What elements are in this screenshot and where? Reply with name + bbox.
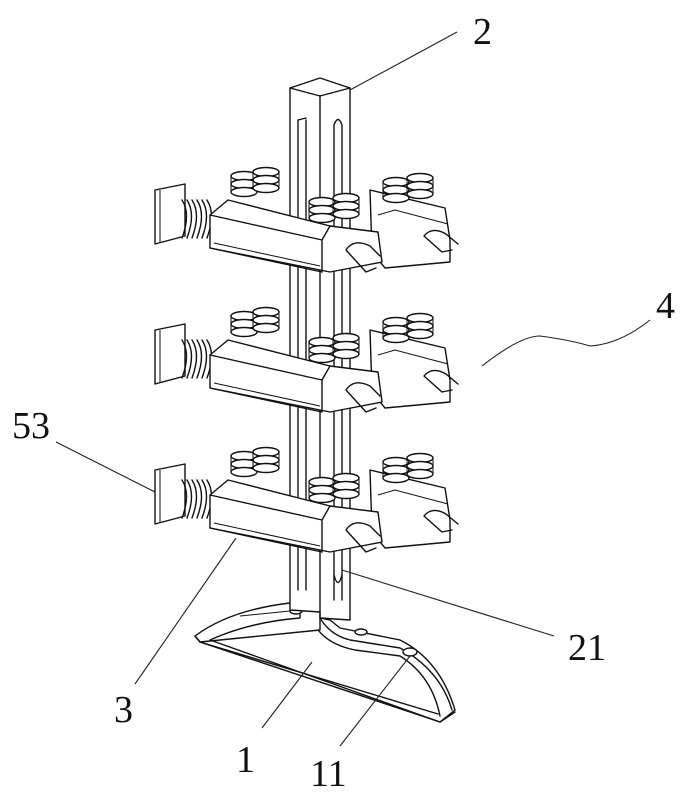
front-insulator-stack <box>332 192 360 220</box>
rear-insulator-stack <box>382 316 410 344</box>
clamp-assembly-group <box>154 166 459 553</box>
leader-2 <box>349 31 458 91</box>
label-3: 3 <box>114 689 133 731</box>
label-21: 21 <box>568 627 606 669</box>
front-insulator-stack <box>308 476 336 504</box>
end-plate <box>154 183 186 245</box>
base-hole-11 <box>402 647 418 657</box>
base-hole-mid <box>354 628 368 636</box>
end-plate <box>154 463 186 525</box>
front-insulator-stack <box>230 450 258 478</box>
front-insulator-stack <box>230 310 258 338</box>
front-insulator-stack <box>252 306 280 334</box>
spring <box>181 339 213 379</box>
rear-clamp-body <box>369 189 451 269</box>
rear-insulator-stack <box>382 456 410 484</box>
front-insulator-stack <box>332 472 360 500</box>
leader-11 <box>339 655 411 747</box>
clamp-level-1 <box>154 166 459 273</box>
leader-lines <box>55 31 651 747</box>
leader-3 <box>134 537 237 685</box>
rear-insulator-stack <box>406 172 434 200</box>
front-insulator-stack <box>230 170 258 198</box>
leader-4 <box>481 319 651 367</box>
leader-53 <box>55 441 156 493</box>
rear-insulator-stack <box>382 176 410 204</box>
rear-wire-hook <box>423 369 459 393</box>
front-insulator-stack <box>308 196 336 224</box>
rear-wire-hook <box>423 229 459 253</box>
label-53: 53 <box>12 405 50 447</box>
base <box>194 602 456 723</box>
spring <box>181 479 213 519</box>
reference-labels: 2 4 53 21 3 1 11 <box>12 11 675 795</box>
clamp-level-2 <box>154 306 459 413</box>
rear-wire-hook <box>423 509 459 533</box>
front-insulator-stack <box>332 332 360 360</box>
label-11: 11 <box>310 753 347 795</box>
front-insulator-stack <box>252 166 280 194</box>
rear-insulator-stack <box>406 312 434 340</box>
label-2: 2 <box>473 11 492 53</box>
rear-insulator-stack <box>406 452 434 480</box>
spring <box>181 199 213 239</box>
clamp-level-3 <box>154 446 459 553</box>
end-plate <box>154 323 186 385</box>
front-wire-hook <box>345 522 381 553</box>
rear-clamp-body <box>369 329 451 409</box>
leader-1 <box>261 661 313 729</box>
leader-21 <box>341 569 555 637</box>
front-wire-hook <box>345 382 381 413</box>
front-wire-hook <box>345 242 381 273</box>
label-1: 1 <box>236 739 255 781</box>
front-insulator-stack <box>308 336 336 364</box>
label-4: 4 <box>656 285 675 327</box>
rear-clamp-body <box>369 469 451 549</box>
front-insulator-stack <box>252 446 280 474</box>
